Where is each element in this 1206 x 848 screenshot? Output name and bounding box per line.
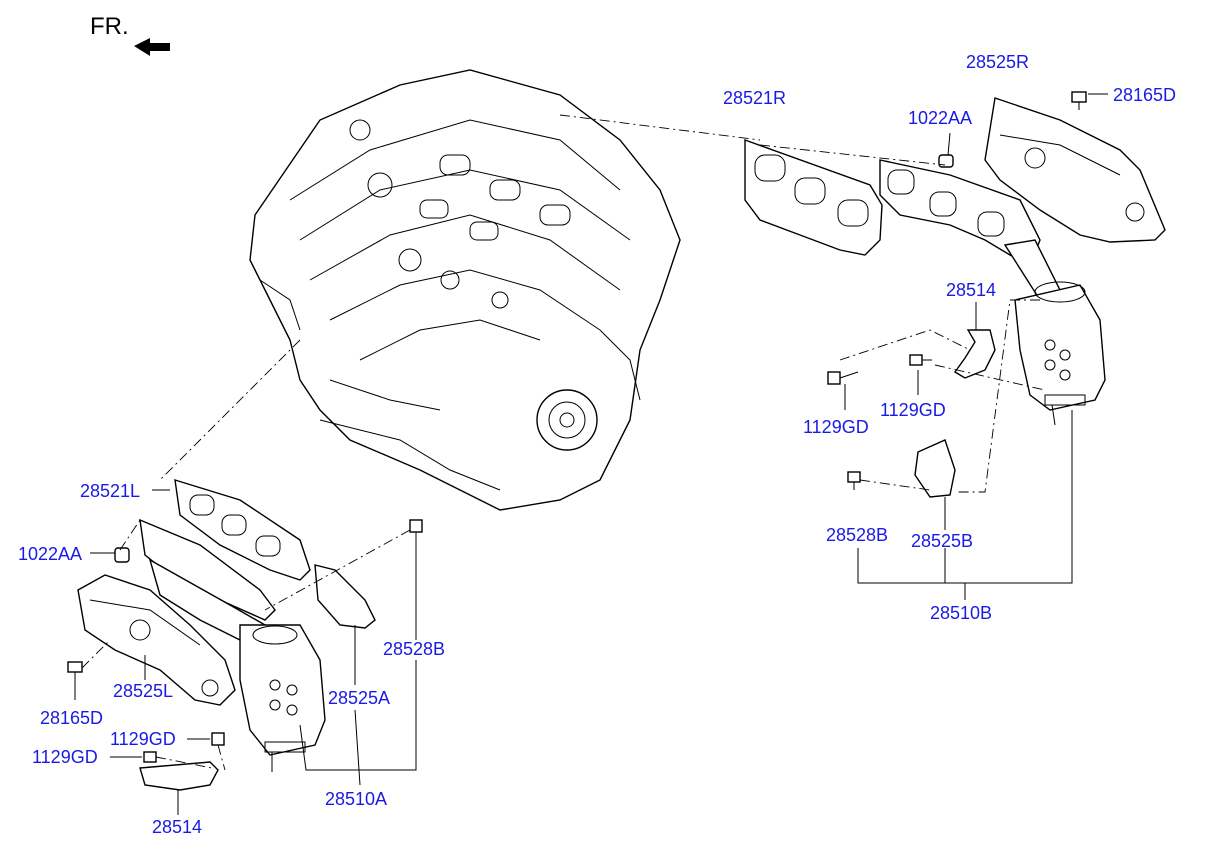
bolt-left-b <box>143 751 157 763</box>
bolt-right-a <box>827 371 859 385</box>
gasket-right <box>744 139 883 256</box>
gasket-left <box>174 479 311 581</box>
callout-bolt-left-shield[interactable]: 28528B <box>383 639 445 659</box>
nut-right <box>938 154 954 168</box>
bolt-right-lower <box>847 471 861 490</box>
bolt-left-a <box>211 732 225 746</box>
bolt-left-shield <box>409 519 423 533</box>
callout-manifold-left[interactable]: 28510A <box>325 789 387 809</box>
callout-gasket-left[interactable]: 28521L <box>80 481 140 501</box>
bracket-left <box>139 761 219 791</box>
bolt-right-shield <box>1071 91 1087 110</box>
callout-gasket-right[interactable]: 28521R <box>723 88 786 108</box>
callout-bolt-left-shield-b[interactable]: 28165D <box>40 708 103 728</box>
shield-right-lower <box>914 439 956 498</box>
heat-shield-right <box>984 97 1166 243</box>
front-direction-label: FR. <box>90 13 129 40</box>
callout-nut-right[interactable]: 1022AA <box>908 108 972 128</box>
callout-bolt-left-b[interactable]: 1129GD <box>32 747 98 767</box>
engine-block <box>249 69 681 511</box>
heat-shield-left <box>77 574 236 706</box>
front-arrow-icon <box>134 38 170 56</box>
bracket-right <box>953 329 996 379</box>
shield-left-upper <box>314 564 376 629</box>
callout-shield-left-upper[interactable]: 28525A <box>328 688 390 708</box>
callout-heat-shield-right[interactable]: 28525R <box>966 52 1029 72</box>
callout-bolt-right-b[interactable]: 1129GD <box>880 400 946 420</box>
bolt-left-shield-b <box>67 661 83 700</box>
nut-left <box>114 547 130 563</box>
callout-bolt-right-lower[interactable]: 28528B <box>826 525 888 545</box>
callout-bracket-right[interactable]: 28514 <box>946 280 996 300</box>
callout-shield-right-lower[interactable]: 28525B <box>911 531 973 551</box>
callout-manifold-right[interactable]: 28510B <box>930 603 992 623</box>
callout-bracket-left[interactable]: 28514 <box>152 817 202 837</box>
callout-bolt-right-a[interactable]: 1129GD <box>803 417 869 437</box>
callout-bolt-left-a[interactable]: 1129GD <box>110 729 176 749</box>
callout-bolt-right-shield[interactable]: 28165D <box>1113 85 1176 105</box>
bolt-right-b <box>909 354 932 366</box>
callout-heat-shield-left[interactable]: 28525L <box>113 681 173 701</box>
callout-nut-left[interactable]: 1022AA <box>18 544 82 564</box>
manifold-right <box>879 159 1106 426</box>
manifold-left <box>139 518 326 772</box>
